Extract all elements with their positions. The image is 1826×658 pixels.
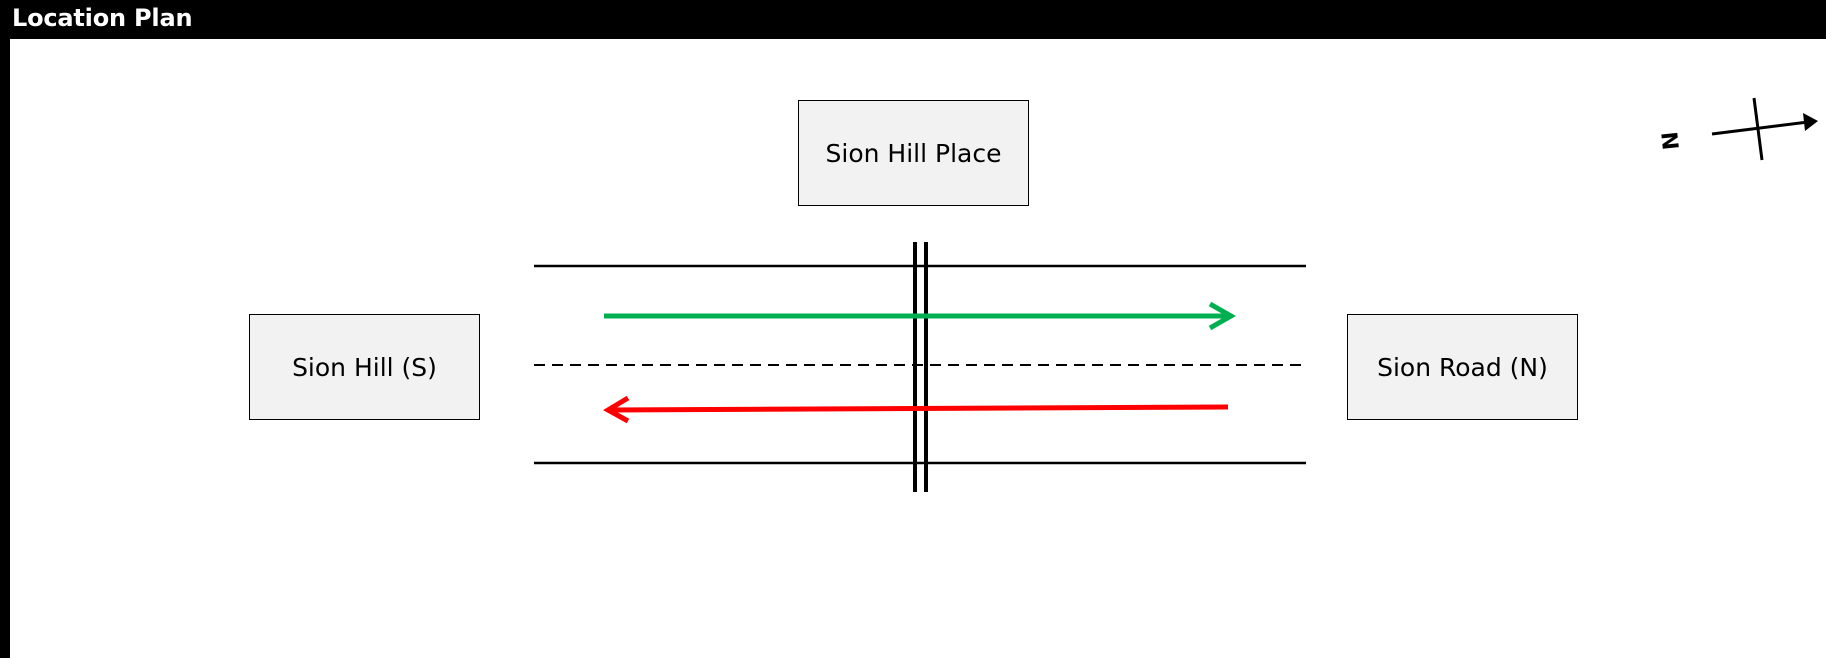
page-title: Location Plan xyxy=(12,4,193,32)
north-letter: N xyxy=(1658,130,1685,151)
northbound-arrow xyxy=(604,301,1237,331)
left-border xyxy=(0,39,10,658)
sion-hill-place-label: Sion Hill Place xyxy=(825,138,1002,168)
sion-hill-place-box: Sion Hill Place xyxy=(798,100,1029,206)
sion-road-north-label: Sion Road (N) xyxy=(1377,352,1548,382)
sion-hill-south-label: Sion Hill (S) xyxy=(292,352,437,382)
southbound-arrow xyxy=(602,395,1229,424)
sion-hill-south-box: Sion Hill (S) xyxy=(249,314,480,420)
sion-road-north-box: Sion Road (N) xyxy=(1347,314,1578,420)
north-arrow-icon: N xyxy=(1658,97,1818,161)
header-bar: Location Plan xyxy=(0,0,1826,39)
